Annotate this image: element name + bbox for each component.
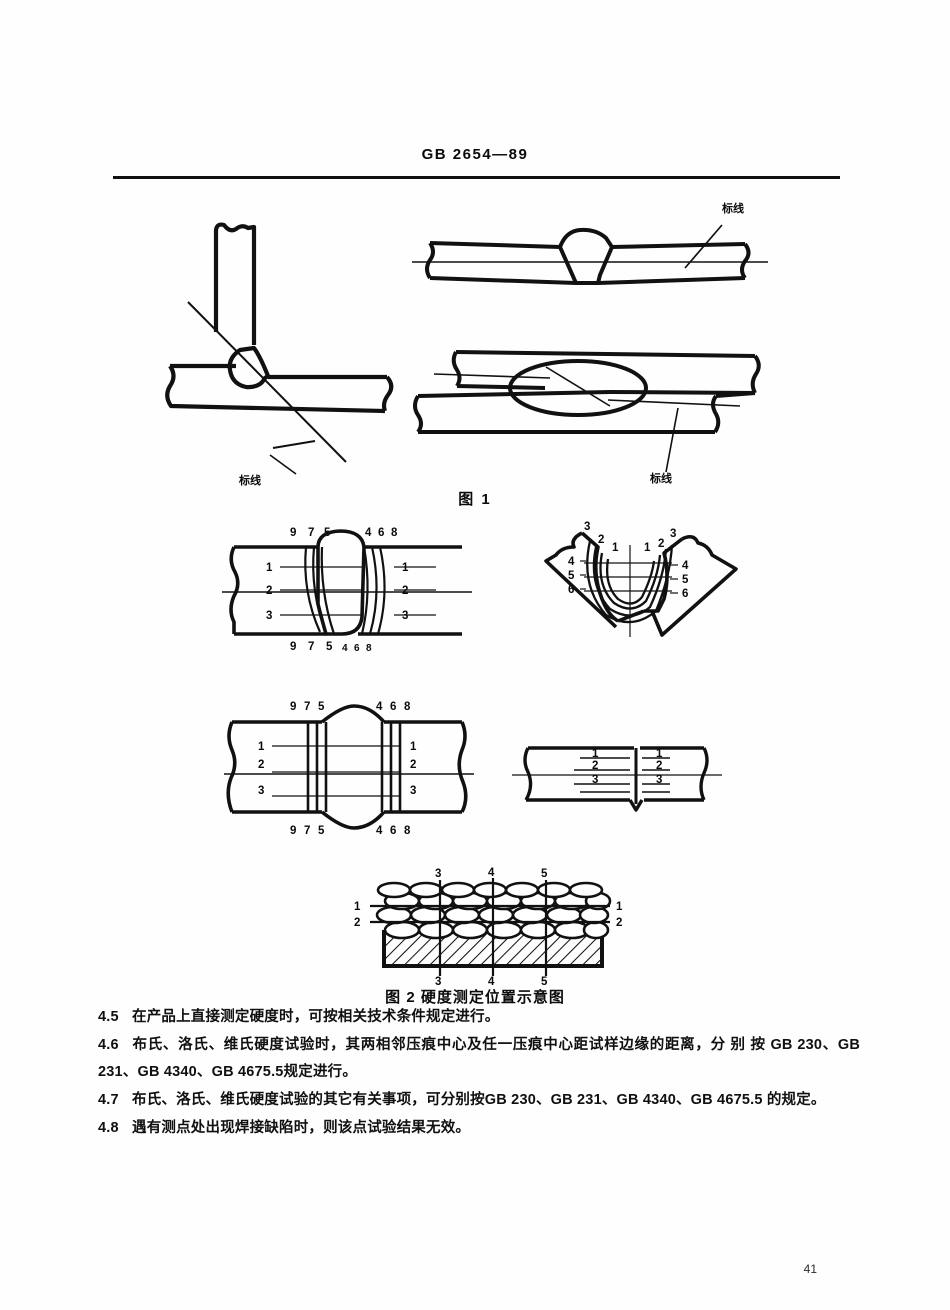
diagram-b-right-4: 4 <box>682 560 689 572</box>
diagram-a-left-3: 3 <box>266 610 272 622</box>
diagram-a-left-1: 1 <box>266 562 273 574</box>
diagram-c-right-1: 1 <box>410 741 417 753</box>
diagram-b-left-5: 5 <box>568 570 575 582</box>
diagram-c-top-left-7: 7 <box>304 701 310 713</box>
diagram-e-top-4: 4 <box>488 867 495 879</box>
diagram-a-bottom-left-7: 7 <box>308 641 314 653</box>
diagram-d-right-3: 3 <box>656 774 662 786</box>
diagram-c-bottom-left-9: 9 <box>290 825 296 837</box>
diagram-e-right-1: 1 <box>616 901 623 913</box>
diagram-c-left-2: 2 <box>258 759 264 771</box>
tjoint-marking-label: 标线 <box>238 473 261 487</box>
diagram-a-right-3: 3 <box>402 610 408 622</box>
clause-4-5-text: 在产品上直接测定硬度时，可按相关技术条件规定进行。 <box>132 1009 500 1025</box>
diagram-a-bottom-left-9: 9 <box>290 641 296 653</box>
clause-4-8-text: 遇有测点处出现焊接缺陷时，则该点试验结果无效。 <box>132 1120 471 1136</box>
diagram-c-bottom-right-6: 6 <box>390 825 396 837</box>
diagram-a-bottom-right-4: 4 <box>342 643 348 654</box>
diagram-c-right-2: 2 <box>410 759 416 771</box>
diagram-c-bottom-left-7: 7 <box>304 825 310 837</box>
clause-4-5: 4.5 在产品上直接测定硬度时，可按相关技术条件规定进行。 <box>98 1004 860 1031</box>
diagram-a-top-right-4: 4 <box>365 527 372 539</box>
clause-4-6-number: 4.6 <box>98 1037 119 1053</box>
diagram-e-bottom-5: 5 <box>541 976 548 988</box>
diagram-c-bottom-left-5: 5 <box>318 825 325 837</box>
clause-4-7: 4.7 布氏、洛氏、维氏硬度试验的其它有关事项，可分别按GB 230、GB 231… <box>98 1087 860 1114</box>
diagram-b-top-left-3: 3 <box>584 521 590 533</box>
diagram-a-bottom-right-8: 8 <box>366 643 372 654</box>
diagram-a-top-left-7: 7 <box>308 527 314 539</box>
lap-marking-label: 标线 <box>649 471 672 485</box>
diagram-d-right-1: 1 <box>656 748 663 760</box>
diagram-b-top-right-1: 1 <box>644 542 651 554</box>
diagram-b-left-4: 4 <box>568 556 575 568</box>
diagram-a-top-left-9: 9 <box>290 527 296 539</box>
diagram-c-top-right-8: 8 <box>404 701 411 713</box>
figure1-caption: 图 1 <box>458 491 492 508</box>
diagram-e-left-1: 1 <box>354 901 361 913</box>
diagram-a-bottom-left-5: 5 <box>326 641 333 653</box>
diagram-d-left-1: 1 <box>592 748 599 760</box>
figure1-butt-weld-diagram: 标线 <box>400 190 820 320</box>
diagram-b-top-right-2: 2 <box>658 538 664 550</box>
header-rule <box>113 176 840 179</box>
diagram-e-right-2: 2 <box>616 917 622 929</box>
diagram-d-right-2: 2 <box>656 760 662 772</box>
figure2-caption: 图 2 硬度测定位置示意图 <box>385 989 565 1006</box>
diagram-e-left-2: 2 <box>354 917 360 929</box>
clause-4-7-text: 布氏、洛氏、维氏硬度试验的其它有关事项，可分别按GB 230、GB 231、GB… <box>132 1092 826 1108</box>
figure2-diagram-c: 9 7 5 4 6 8 <box>224 694 474 839</box>
clause-4-8-number: 4.8 <box>98 1120 119 1136</box>
diagram-b-top-left-1: 1 <box>612 542 619 554</box>
diagram-c-left-1: 1 <box>258 741 265 753</box>
clause-4-5-number: 4.5 <box>98 1009 119 1025</box>
diagram-e-top-3: 3 <box>435 868 441 880</box>
diagram-b-top-right-3: 3 <box>670 528 676 540</box>
diagram-a-right-1: 1 <box>402 562 409 574</box>
diagram-e-bottom-3: 3 <box>435 976 441 988</box>
butt-marking-label: 标线 <box>721 201 744 215</box>
diagram-c-right-3: 3 <box>410 785 416 797</box>
clause-4-7-number: 4.7 <box>98 1092 119 1108</box>
figure2-diagram-e: 1 2 1 2 3 4 5 3 4 5 <box>348 867 628 988</box>
figure2-diagram-a: 9 7 5 4 6 8 <box>222 522 472 654</box>
diagram-c-top-right-4: 4 <box>376 701 383 713</box>
diagram-a-top-right-6: 6 <box>378 527 384 539</box>
diagram-e-bottom-4: 4 <box>488 976 495 988</box>
page-number: 41 <box>803 1262 817 1276</box>
diagram-c-top-right-6: 6 <box>390 701 396 713</box>
diagram-c-top-left-9: 9 <box>290 701 296 713</box>
diagram-b-right-5: 5 <box>682 574 689 586</box>
diagram-a-top-right-8: 8 <box>391 527 398 539</box>
figure1-lap-joint-diagram: 标线 <box>410 340 830 485</box>
diagram-c-top-left-5: 5 <box>318 701 325 713</box>
figure2-diagram-b: 3 2 1 1 2 3 4 5 6 4 5 6 <box>540 515 750 660</box>
diagram-a-right-2: 2 <box>402 585 408 597</box>
diagram-b-left-6: 6 <box>568 584 574 596</box>
diagram-c-bottom-right-8: 8 <box>404 825 411 837</box>
clause-4-6-text: 布氏、洛氏、维氏硬度试验时，其两相邻压痕中心及任一压痕中心距试样边缘的距离，分 … <box>98 1037 860 1080</box>
diagram-c-bottom-right-4: 4 <box>376 825 383 837</box>
diagram-d-left-2: 2 <box>592 760 598 772</box>
clause-4-8: 4.8 遇有测点处出现焊接缺陷时，则该点试验结果无效。 <box>98 1115 860 1142</box>
diagram-a-left-2: 2 <box>266 585 272 597</box>
diagram-c-left-3: 3 <box>258 785 264 797</box>
diagram-b-right-6: 6 <box>682 588 688 600</box>
diagram-e-top-5: 5 <box>541 868 548 880</box>
diagram-b-top-left-2: 2 <box>598 534 604 546</box>
diagram-d-left-3: 3 <box>592 774 598 786</box>
standard-number-header: GB 2654—89 <box>421 146 529 163</box>
figure1-tjoint-diagram: 标线 <box>150 190 420 490</box>
diagram-a-bottom-right-6: 6 <box>354 643 360 654</box>
figure2-diagram-d: 1 2 3 1 2 3 <box>512 742 722 822</box>
